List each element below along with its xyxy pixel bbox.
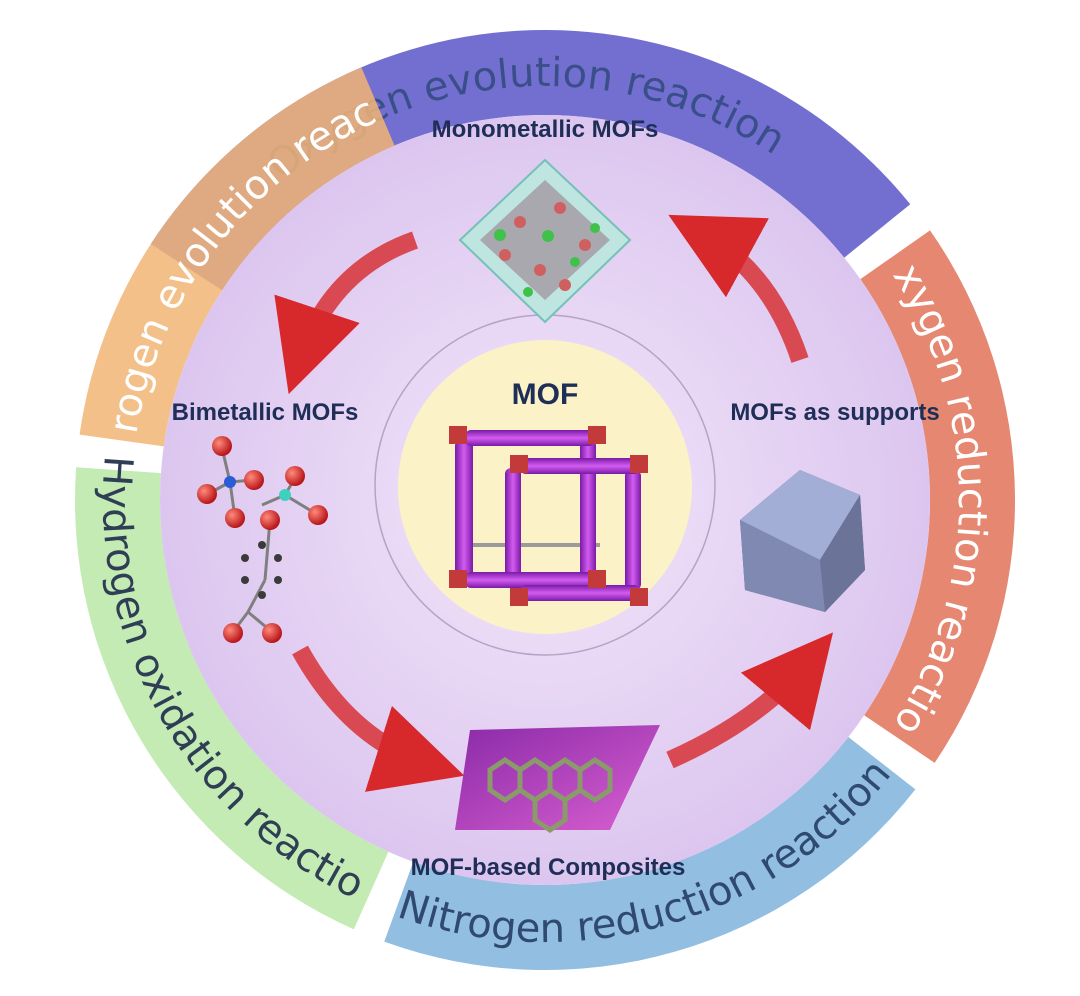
cycle-arrow [274,231,419,395]
bimetallic-mof-image [197,436,328,643]
cycle-arrow [292,645,465,792]
cycle-arrow [668,214,809,363]
center-title: MOF [512,378,579,411]
mof-cube-image [449,426,648,606]
label-monometallic: Monometallic MOFs [432,116,659,143]
ring-segment [74,467,389,930]
cycle-arrows [274,214,834,792]
label-bimetallic: Bimetallic MOFs [172,399,359,426]
ring-segment [860,230,1015,763]
composite-image [455,725,660,834]
label-supports: MOFs as supports [730,399,939,426]
cycle-arrow [666,632,834,769]
ring-segment [384,737,916,971]
mof-support-image [740,470,865,612]
monometallic-mof-image [458,158,632,324]
ring-segment [79,67,395,447]
label-composites: MOF-based Composites [411,854,686,881]
